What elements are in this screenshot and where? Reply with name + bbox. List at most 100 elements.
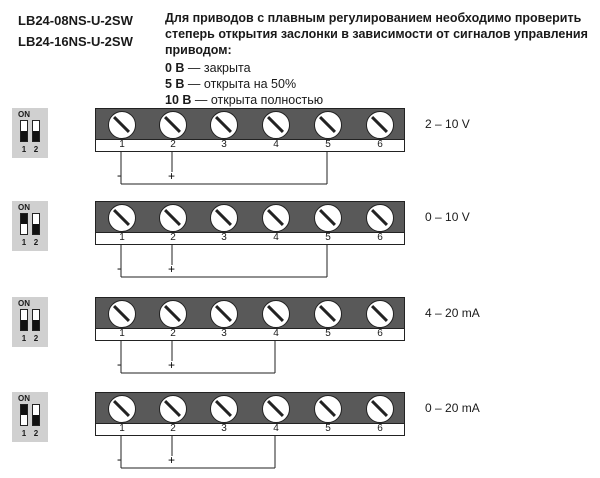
screw-icon <box>159 300 187 328</box>
dip-number: 2 <box>33 334 39 343</box>
terminal-block <box>95 201 405 233</box>
terminal-number: 1 <box>119 423 125 434</box>
polarity-plus: + <box>168 169 175 183</box>
signal-range-label: 2 – 10 V <box>425 117 470 131</box>
screw-icon <box>262 204 290 232</box>
screw-icon <box>210 204 238 232</box>
state-fully-open: 10 В — открыта полностью <box>165 93 324 107</box>
terminal-number: 2 <box>170 139 176 150</box>
dip-number: 1 <box>21 145 27 154</box>
dip-on-label: ON <box>18 299 30 308</box>
terminal-number: 3 <box>221 328 227 339</box>
screw-icon <box>159 204 187 232</box>
dip-number: 1 <box>21 334 27 343</box>
polarity-minus: - <box>117 452 121 466</box>
screw-icon <box>262 395 290 423</box>
screw-icon <box>262 111 290 139</box>
screw-icon <box>108 395 136 423</box>
state-half-open: 5 В — открыта на 50% <box>165 77 297 91</box>
dip-switch-2 <box>32 309 40 331</box>
screw-icon <box>108 204 136 232</box>
polarity-plus: + <box>168 262 175 276</box>
polarity-plus: + <box>168 358 175 372</box>
terminal-number-strip: 1 2 3 4 5 6 <box>95 328 405 341</box>
dip-knob <box>33 131 39 141</box>
dip-knob <box>33 415 39 425</box>
dip-knob <box>21 320 27 330</box>
dip-switch-1 <box>20 309 28 331</box>
screw-icon <box>314 204 342 232</box>
dip-switch-1 <box>20 120 28 142</box>
terminal-number: 2 <box>170 328 176 339</box>
model-names: LB24-08NS-U-2SW LB24-16NS-U-2SW <box>18 10 133 52</box>
dip-number: 2 <box>33 238 39 247</box>
screw-icon <box>108 300 136 328</box>
terminal-block <box>95 297 405 329</box>
wiring-lines: -+ <box>117 245 328 278</box>
terminal-number: 3 <box>221 423 227 434</box>
dip-switch-1 <box>20 404 28 426</box>
screw-icon <box>366 395 394 423</box>
wiring-lines: -+ <box>117 341 276 374</box>
screw-icon <box>314 300 342 328</box>
terminal-number: 6 <box>377 328 383 339</box>
terminal-number: 2 <box>170 423 176 434</box>
dip-knob <box>21 214 27 224</box>
dip-switch-2 <box>32 404 40 426</box>
description: Для приводов с плавным регулированием не… <box>165 10 590 108</box>
terminal-number: 1 <box>119 232 125 243</box>
terminal-number: 5 <box>325 423 331 434</box>
terminal-number: 1 <box>119 328 125 339</box>
terminal-number: 2 <box>170 232 176 243</box>
dip-number: 2 <box>33 429 39 438</box>
model-name-2: LB24-16NS-U-2SW <box>18 34 133 49</box>
signal-range-label: 0 – 20 mA <box>425 401 480 415</box>
terminal-number: 5 <box>325 232 331 243</box>
terminal-number: 3 <box>221 232 227 243</box>
signal-range-label: 4 – 20 mA <box>425 306 480 320</box>
terminal-number: 6 <box>377 423 383 434</box>
screw-icon <box>108 111 136 139</box>
polarity-minus: - <box>117 357 121 371</box>
terminal-number: 4 <box>273 139 279 150</box>
dip-on-label: ON <box>18 110 30 119</box>
model-name-1: LB24-08NS-U-2SW <box>18 13 133 28</box>
terminal-number: 3 <box>221 139 227 150</box>
terminal-number: 4 <box>273 328 279 339</box>
screw-icon <box>366 111 394 139</box>
screw-icon <box>314 395 342 423</box>
terminal-number-strip: 1 2 3 4 5 6 <box>95 423 405 436</box>
screw-icon <box>262 300 290 328</box>
dip-knob <box>21 131 27 141</box>
screw-icon <box>159 111 187 139</box>
terminal-number: 5 <box>325 328 331 339</box>
screw-icon <box>366 300 394 328</box>
screw-icon <box>314 111 342 139</box>
dip-number: 2 <box>33 145 39 154</box>
dip-knob <box>33 224 39 234</box>
wiring-lines: -+ <box>117 152 328 185</box>
dip-switch-2 <box>32 120 40 142</box>
terminal-number: 4 <box>273 232 279 243</box>
terminal-number-strip: 1 2 3 4 5 6 <box>95 232 405 245</box>
dip-on-label: ON <box>18 394 30 403</box>
terminal-number: 4 <box>273 423 279 434</box>
terminal-number: 6 <box>377 232 383 243</box>
polarity-plus: + <box>168 453 175 467</box>
dip-switch-1 <box>20 213 28 235</box>
dip-number: 1 <box>21 238 27 247</box>
state-closed: 0 В — закрыта <box>165 61 251 75</box>
dip-knob <box>21 405 27 415</box>
dip-knob <box>33 320 39 330</box>
polarity-minus: - <box>117 168 121 182</box>
wiring-lines: -+ <box>117 436 276 469</box>
